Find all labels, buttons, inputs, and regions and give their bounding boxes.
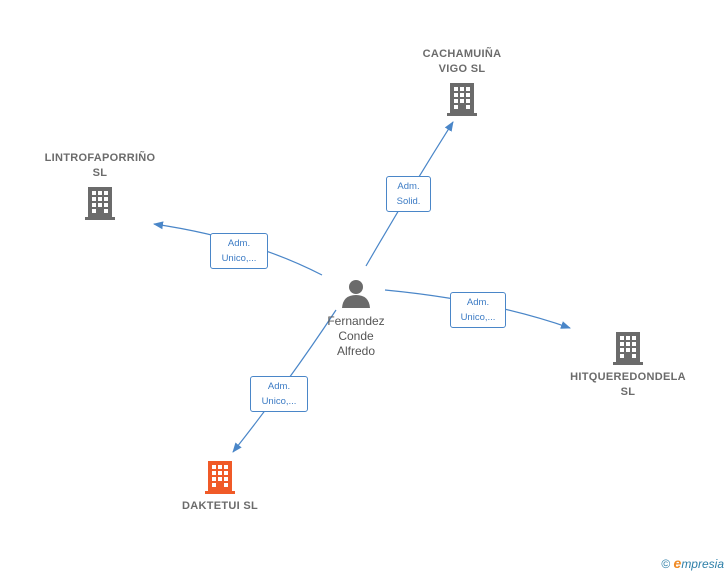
person-icon — [342, 280, 370, 308]
edge-label-lintrofaporrino[interactable]: Adm. Unico,... — [210, 233, 268, 269]
company-name: HITQUEREDONDELA SL — [570, 371, 686, 398]
building-icon — [85, 187, 115, 220]
brand-footer[interactable]: © empresia — [661, 555, 724, 571]
building-icon — [205, 461, 235, 494]
building-icon — [447, 83, 477, 116]
building-icon — [613, 332, 643, 365]
person-name: Fernandez Conde Alfredo — [327, 314, 385, 358]
company-name: LINTROFAPORRIÑO SL — [44, 152, 156, 179]
company-name: DAKTETUI SL — [181, 500, 259, 512]
company-node-daktetui[interactable]: DAKTETUI SL — [160, 459, 280, 514]
brand-logo-initial: e — [673, 555, 682, 571]
person-node[interactable]: Fernandez Conde Alfredo — [310, 278, 402, 359]
company-node-hitqueredondela[interactable]: HITQUEREDONDELA SL — [560, 330, 696, 400]
company-node-cachamuina[interactable]: CACHAMUIÑA VIGO SL — [402, 47, 522, 117]
company-name: CACHAMUIÑA VIGO SL — [422, 48, 502, 75]
company-node-lintrofaporrino[interactable]: LINTROFAPORRIÑO SL — [36, 151, 164, 221]
edge-label-daktetui[interactable]: Adm. Unico,... — [250, 376, 308, 412]
edge-label-hitqueredondela[interactable]: Adm. Unico,... — [450, 292, 506, 328]
edge-label-cachamuina[interactable]: Adm. Solid. — [386, 176, 431, 212]
copyright-icon: © — [661, 557, 671, 571]
brand-name: mpresia — [681, 557, 724, 571]
